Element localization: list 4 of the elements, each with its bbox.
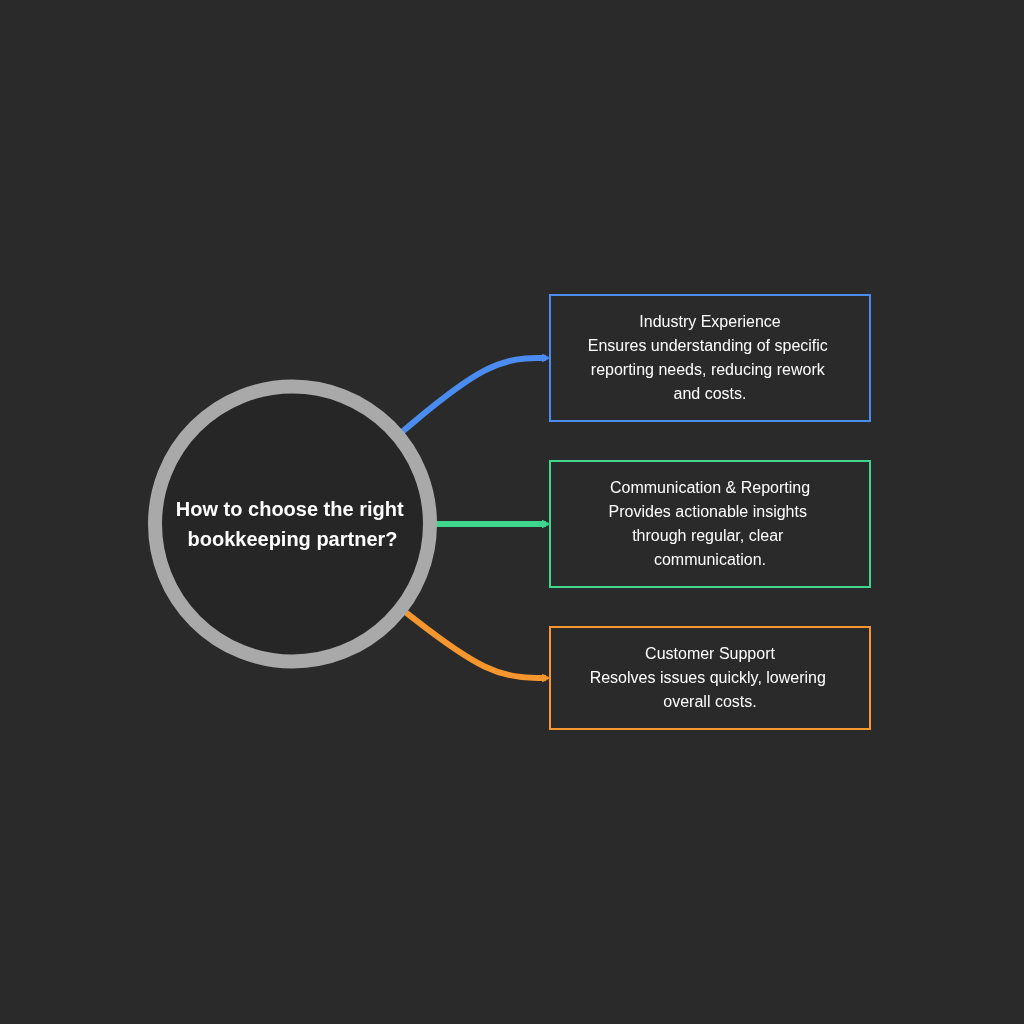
node-box: Communication & Reporting Provides actionable insights through regular, clear communication.: [548, 460, 871, 588]
node-box: Industry Experience Ensures understanding of specific reporting needs, reducing rework and costs.: [548, 294, 871, 422]
node-box: Customer Support Resolves issues quickly, lowering overall costs.: [548, 626, 871, 730]
node-circle: How to choose the right bookkeeping partner?: [147, 379, 437, 669]
